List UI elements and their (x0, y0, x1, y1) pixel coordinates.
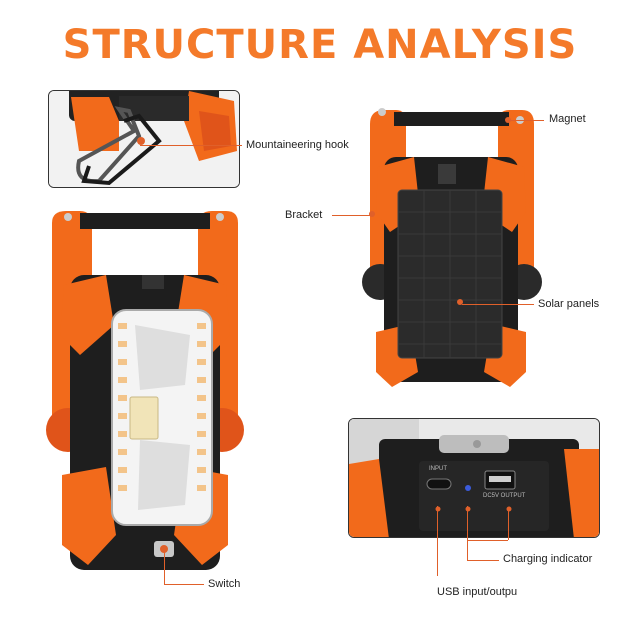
charging-callout-line-v (467, 506, 468, 560)
magnet-label: Magnet (549, 113, 586, 125)
usb-label: USB input/outpu (437, 586, 518, 598)
hook-label: Mountaineering hook (246, 139, 349, 151)
charging-label: Charging indicator (503, 553, 593, 565)
usb-callout-line-left (437, 506, 438, 576)
bracket-label: Bracket (285, 209, 323, 221)
solar-callout-line (462, 304, 534, 305)
charging-callout-line-h (467, 560, 499, 561)
usb-callout-line-h (468, 540, 508, 541)
bracket-callout-line (332, 215, 372, 216)
hook-detail-image (49, 91, 239, 187)
hook-callout-line (140, 145, 242, 146)
magnet-callout-line (508, 120, 544, 121)
solar-label: Solar panels (538, 298, 600, 310)
switch-callout-line-h (164, 584, 204, 585)
page-title: STRUCTURE ANALYSIS (62, 22, 578, 68)
switch-label: Switch (208, 578, 241, 590)
usb-callout-line-right (508, 508, 509, 540)
lamp-front-view (46, 211, 244, 570)
switch-callout-line-v (164, 548, 165, 584)
lamp-back-view (362, 108, 542, 387)
ports-detail-frame: INPUT DC5V OUTPUT (348, 418, 600, 538)
hook-detail-frame (48, 90, 240, 188)
ports-detail-image (349, 419, 599, 537)
input-port-label: INPUT (429, 466, 447, 472)
output-port-label: DC5V OUTPUT (483, 493, 526, 499)
